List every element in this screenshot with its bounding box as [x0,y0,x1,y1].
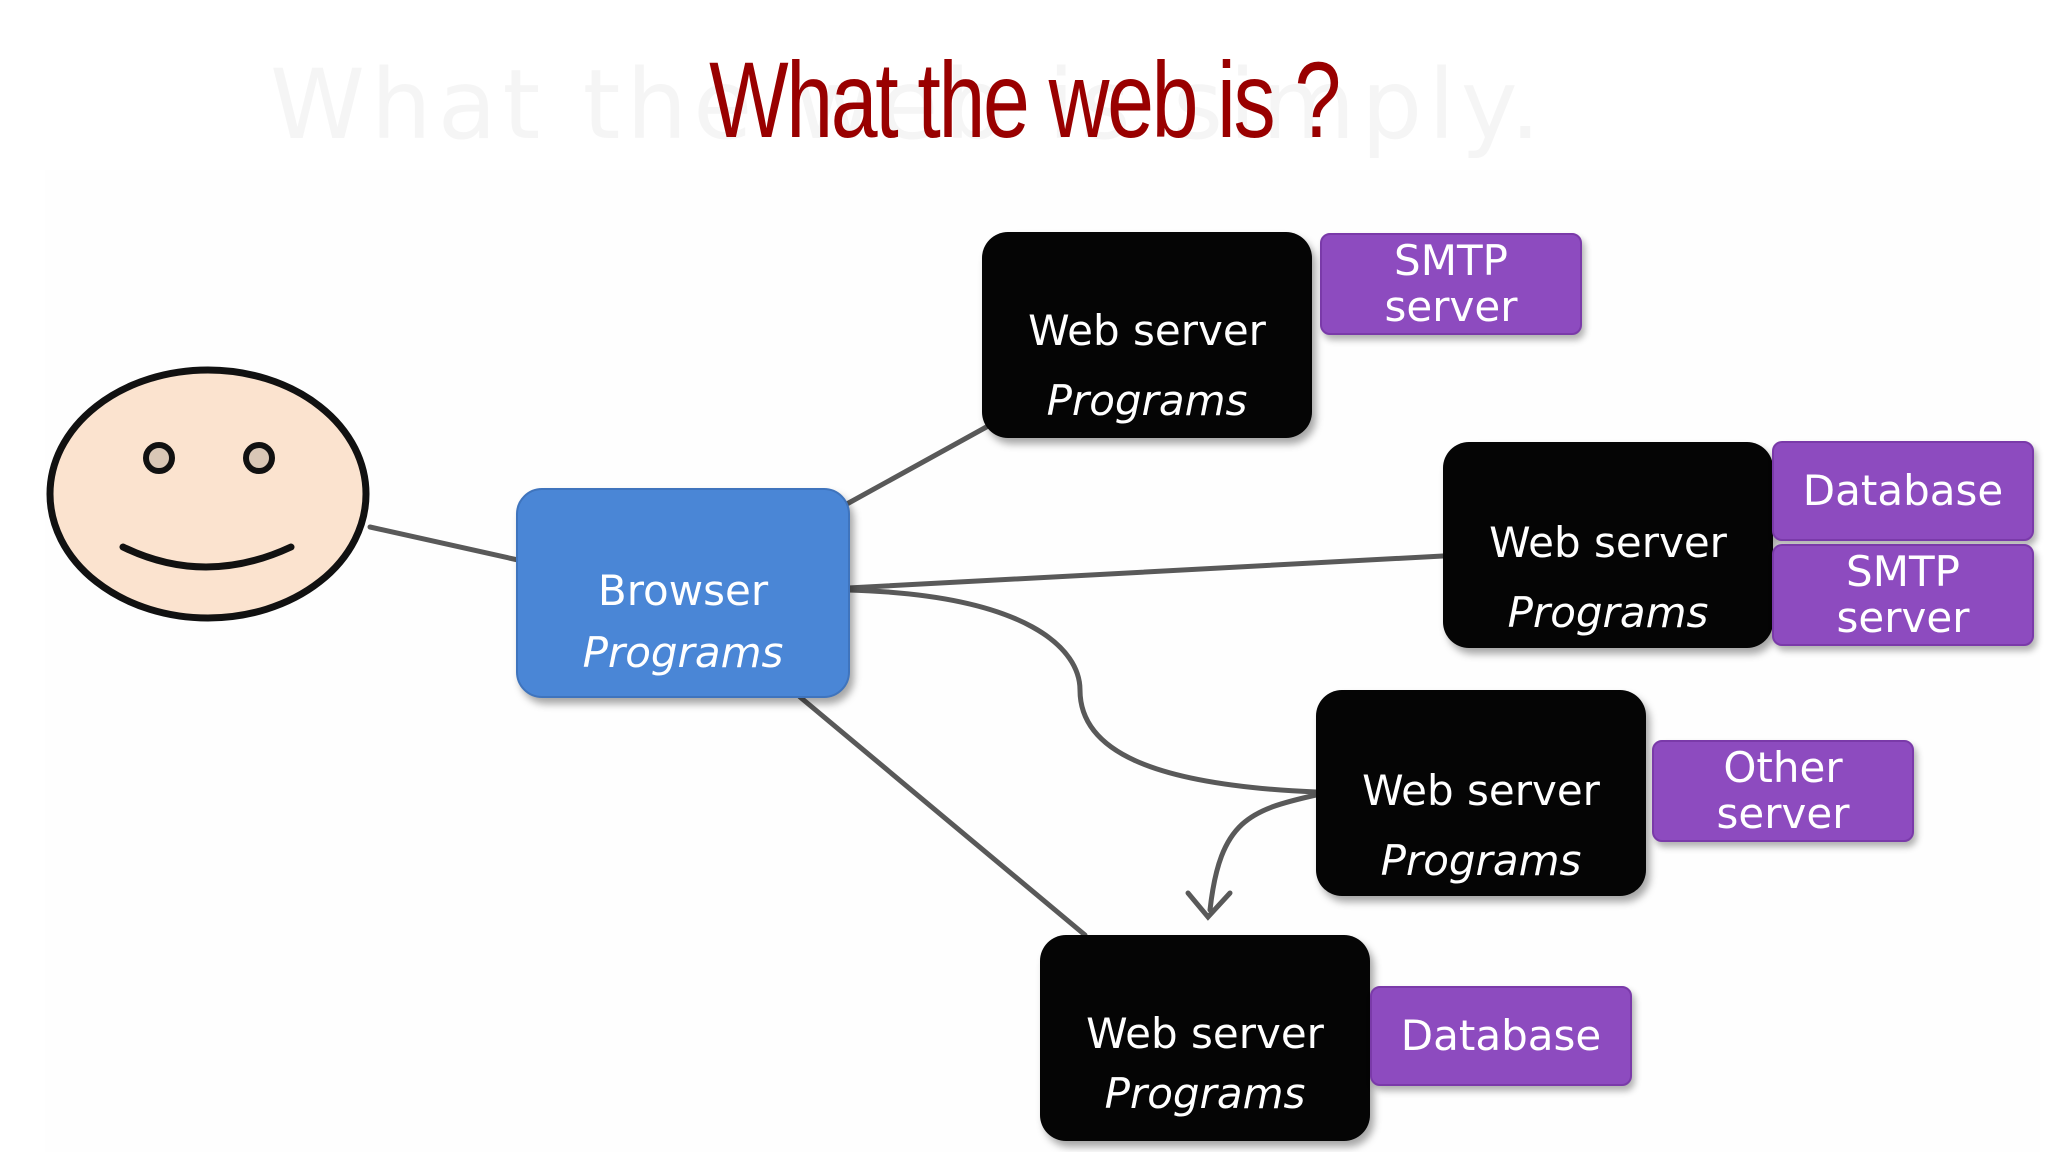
web-server-label: Web server [1362,766,1600,815]
database-box: Database [1772,441,2034,541]
programs-label: Programs [1046,376,1248,425]
link-server3-server4 [1207,792,1319,913]
page-title: What the web is ? [709,39,1341,160]
web-server-box: Web server Programs [1443,442,1773,648]
link-browser-server2 [845,553,1446,591]
arrow-head-icon [1185,890,1233,921]
database-box: Database [1370,986,1632,1086]
browser-label: Browser [597,566,769,615]
smiley-face-icon [46,366,370,622]
link-browser-server3 [845,587,1319,795]
programs-label: Programs [1380,836,1582,885]
web-server-box: Web server Programs [1040,935,1370,1141]
link-browser-server1 [842,422,993,508]
programs-label: Programs [1104,1069,1306,1118]
ghost-subtitle: What the web is simply. [270,49,1547,161]
web-server-label: Web server [1028,306,1266,355]
link-user-browser [367,524,521,563]
web-server-box: Web server Programs [982,232,1312,438]
smtp-server-box: SMTP server [1772,544,2034,646]
other-server-box: Other server [1652,740,1914,842]
link-browser-server4 [797,694,1088,938]
programs-label: Programs [1507,588,1709,637]
browser-programs-label: Programs [582,628,784,677]
web-server-label: Web server [1086,1009,1324,1058]
smtp-server-box: SMTP server [1320,233,1582,335]
web-server-box: Web server Programs [1316,690,1646,896]
web-server-label: Web server [1489,518,1727,567]
browser-box: Browser Programs [516,488,850,698]
